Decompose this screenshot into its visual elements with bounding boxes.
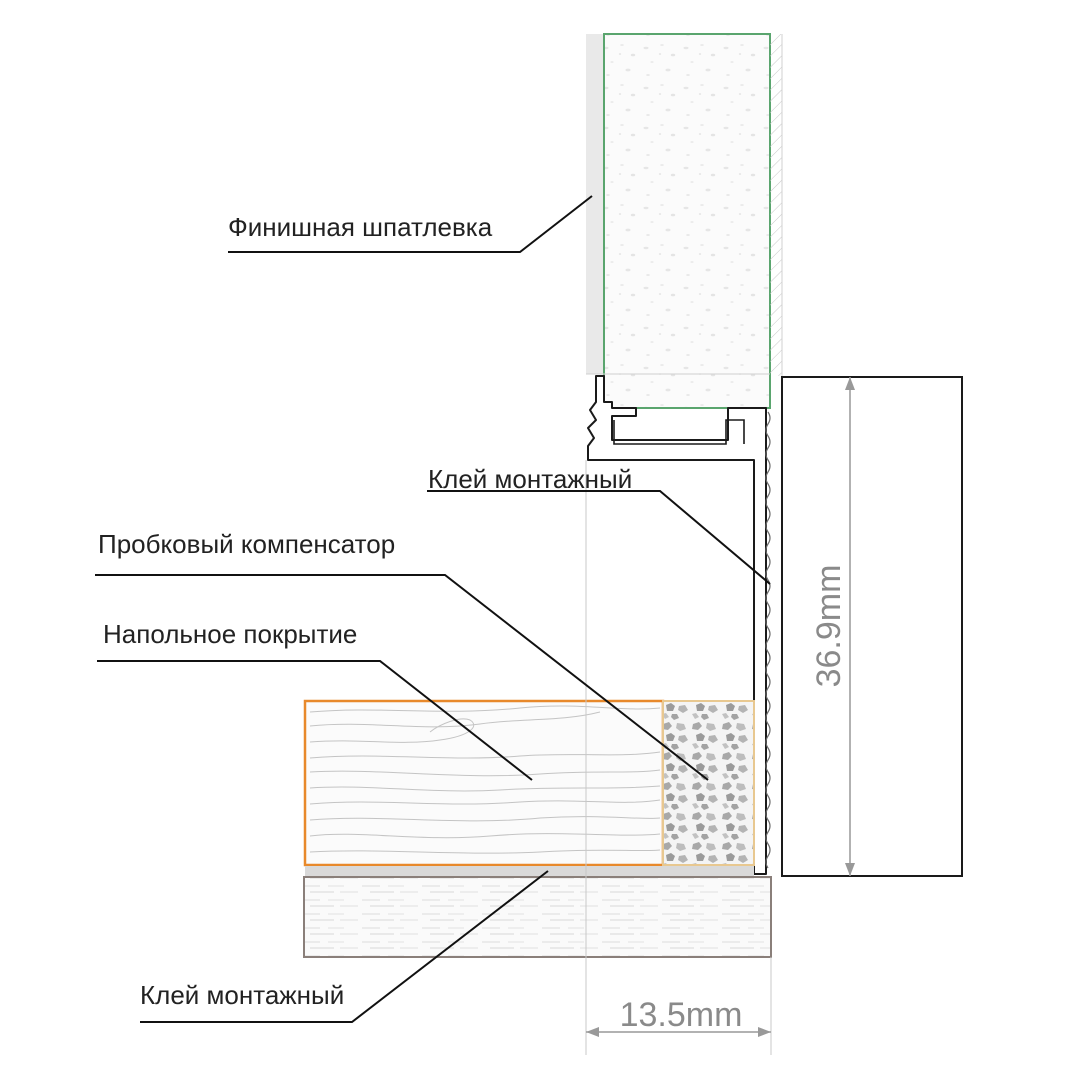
leader-cork-compensator: Пробковый компенсатор: [95, 529, 709, 781]
aluminium-profile: [587, 375, 767, 875]
gap-dimension-label: 13.5mm: [620, 996, 743, 1034]
leader-mounting-glue-top: Клей монтажный: [427, 464, 771, 585]
gap-dimension: 13.5mm: [586, 996, 771, 1037]
cork-compensator: [662, 700, 755, 866]
label-finish-putty: Финишная шпатлевка: [228, 212, 493, 242]
floor-glue-layer: [305, 866, 754, 876]
leader-floor-covering: Напольное покрытие: [97, 619, 533, 781]
leader-finish-putty: Финишная шпатлевка: [228, 195, 593, 253]
subfloor: [303, 876, 772, 958]
baseboard: [781, 376, 963, 877]
wall-hatch: [770, 34, 782, 376]
height-dimension-label: 36.9mm: [810, 565, 848, 688]
label-floor-covering: Напольное покрытие: [103, 619, 357, 649]
label-cork-compensator: Пробковый компенсатор: [98, 529, 395, 559]
label-mounting-glue-bottom: Клей монтажный: [140, 980, 344, 1010]
finish-putty-layer: [586, 34, 604, 374]
wall-block: [603, 33, 771, 409]
height-dimension: 36.9mm: [810, 377, 855, 876]
label-mounting-glue-top: Клей монтажный: [428, 464, 632, 494]
mounting-glue-strip: [765, 411, 771, 869]
floor-covering: [303, 699, 665, 867]
leader-mounting-glue-bottom: Клей монтажный: [140, 870, 549, 1023]
